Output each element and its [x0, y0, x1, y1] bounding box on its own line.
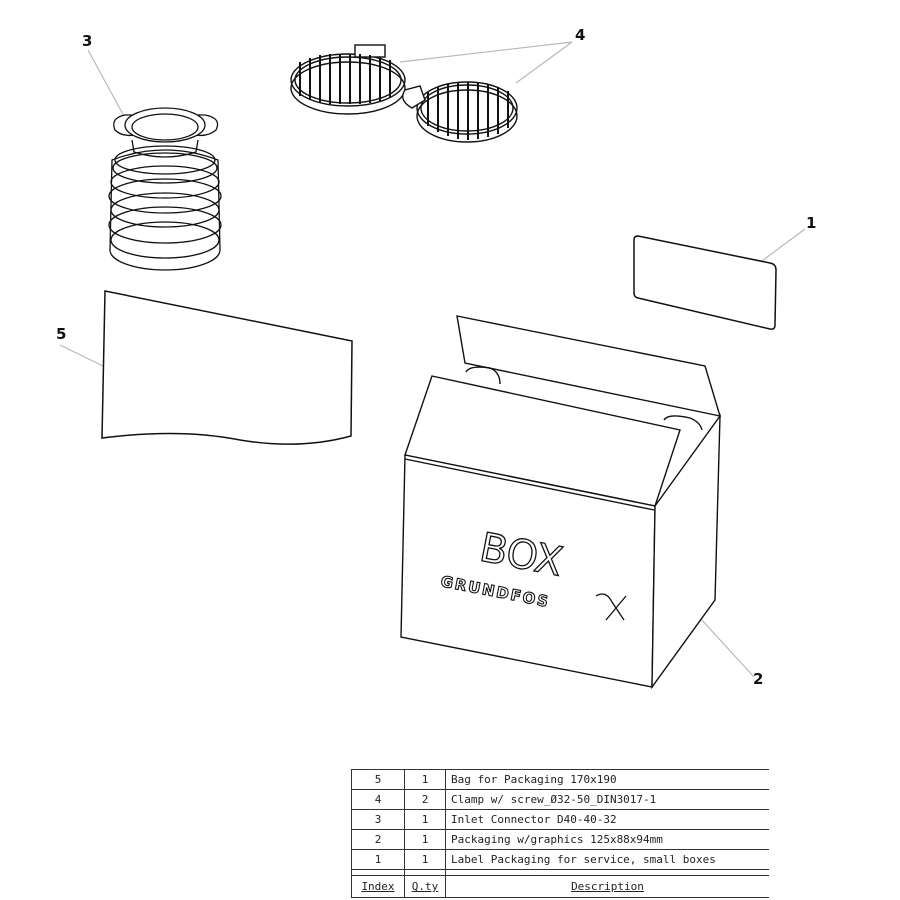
description-cell: Packaging w/graphics 125x88x94mm	[445, 829, 769, 850]
callout-5: 5	[56, 325, 67, 343]
index-cell: 1	[351, 849, 405, 870]
callout-3: 3	[82, 32, 93, 50]
table-row: 2 1 Packaging w/graphics 125x88x94mm	[351, 829, 769, 850]
index-cell: 3	[351, 809, 405, 830]
callout-2: 2	[753, 670, 764, 688]
index-cell: 5	[351, 769, 405, 790]
description-cell: Label Packaging for service, small boxes	[445, 849, 769, 870]
description-cell: Inlet Connector D40-40-32	[445, 809, 769, 830]
header-qty: Q.ty	[404, 875, 446, 898]
header-index: Index	[351, 875, 405, 898]
label-part	[633, 235, 777, 330]
table-row: 1 1 Label Packaging for service, small b…	[351, 849, 769, 870]
table-row: 3 1 Inlet Connector D40-40-32	[351, 809, 769, 830]
description-cell: Bag for Packaging 170x190	[445, 769, 769, 790]
table-row: 5 1 Bag for Packaging 170x190	[351, 769, 769, 790]
index-cell: 4	[351, 789, 405, 810]
qty-cell: 1	[404, 809, 446, 830]
description-cell: Clamp w/ screw_Ø32-50_DIN3017-1	[445, 789, 769, 810]
table-header-row: Index Q.ty Description	[351, 875, 769, 898]
table-row: 4 2 Clamp w/ screw_Ø32-50_DIN3017-1	[351, 789, 769, 810]
brand-logo-icon	[595, 593, 627, 621]
callout-4: 4	[575, 26, 586, 44]
qty-cell: 2	[404, 789, 446, 810]
qty-cell: 1	[404, 829, 446, 850]
packaging-box-part	[400, 315, 722, 690]
qty-cell: 1	[404, 769, 446, 790]
bill-of-materials-table: 5 1 Bag for Packaging 170x190 4 2 Clamp …	[351, 769, 769, 898]
clamps-part	[290, 44, 518, 143]
inlet-connector-part	[108, 107, 222, 271]
index-cell: 2	[351, 829, 405, 850]
callout-1: 1	[806, 214, 817, 232]
bag-part	[101, 290, 353, 445]
qty-cell: 1	[404, 849, 446, 870]
table-spacer-row	[351, 869, 769, 876]
header-description: Description	[445, 875, 769, 898]
